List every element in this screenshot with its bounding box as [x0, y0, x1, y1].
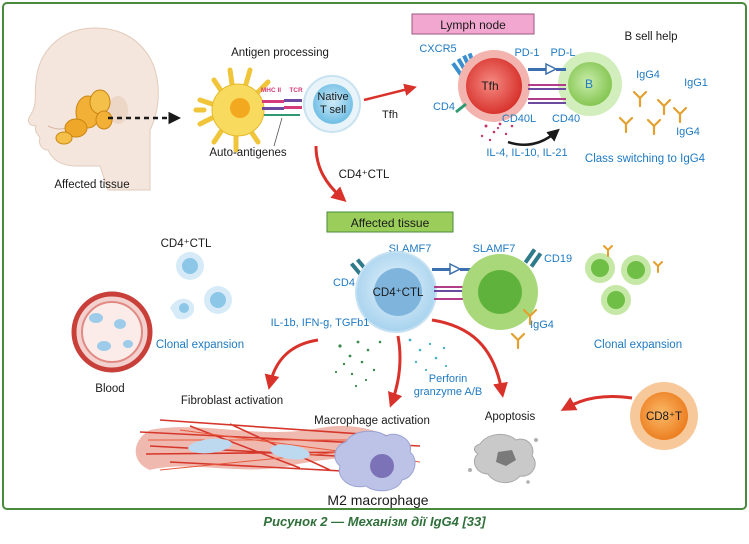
perforin-label: Perforin	[429, 373, 468, 385]
m2-macrophage-label: M2 macrophage	[327, 492, 428, 508]
b-sell-help-label: B sell help	[624, 31, 677, 43]
macrophage-icon	[334, 430, 416, 492]
arrow-to-fibroblast	[264, 338, 319, 390]
b-cell	[558, 52, 622, 116]
lymph-node-box	[411, 13, 535, 35]
macrophage-activation-label: Macrophage activation	[314, 415, 430, 427]
antibody-icons-mid	[510, 308, 538, 350]
lymph-node-label: Lymph node	[440, 18, 506, 32]
slamf7-right-label: SLAMF7	[473, 243, 516, 255]
mhc-ii-label: MHC II	[261, 87, 281, 94]
blood-label: Blood	[95, 383, 124, 395]
auto-antigen-pointer	[273, 117, 283, 147]
naive-t-cell	[303, 75, 361, 133]
arrow-to-cd4ctl	[314, 145, 347, 202]
salivary-gland-icon	[55, 89, 113, 145]
tfh-arrow-label: Tfh	[382, 109, 398, 121]
clonal-expansion-left-label: Clonal expansion	[156, 339, 244, 351]
tfh-b-synapse	[528, 62, 566, 104]
antibody-icons-top	[618, 90, 688, 136]
native-t-cell-label-1: Native	[317, 91, 348, 103]
tfh-cell	[458, 50, 530, 122]
il-arrow	[507, 128, 560, 146]
affected-tissue-box-label: Affected tissue	[351, 216, 430, 230]
arrow-to-macrophage	[388, 335, 403, 408]
dendritic-cell-icon	[193, 67, 271, 153]
igg4-b-label: IgG4	[676, 126, 700, 138]
cd4-mid-label: CD4	[333, 277, 355, 289]
tcr-label: TCR	[289, 87, 303, 94]
perforin-dots	[408, 338, 448, 372]
pd1-label: PD-1	[514, 47, 539, 59]
figure-caption: Рисунок 2 — Механізм дії IgG4 [33]	[263, 514, 486, 529]
apoptotic-cell-icon	[468, 434, 538, 484]
cytokine-dots	[334, 340, 382, 388]
affected-tissue-top-label: Affected tissue	[54, 179, 129, 191]
antibody-icons-right	[603, 245, 663, 273]
igg1-label: IgG1	[684, 77, 708, 89]
cd4ctl-cell-label: CD4⁺CTL	[373, 287, 424, 299]
cd8t-label: CD8⁺T	[646, 411, 682, 423]
interleukins-label: IL-4, IL-10, IL-21	[486, 147, 567, 159]
arrow-cd8-to-apoptosis	[560, 394, 633, 411]
clonal-b-cells	[585, 253, 651, 315]
cytokines-label: IL-1b, IFN-g, TGFb1	[271, 317, 370, 329]
cd4ctl-cell	[355, 251, 437, 333]
native-t-cell-label-2: T sell	[320, 104, 346, 116]
cxcr5-label: CXCR5	[419, 43, 456, 55]
igg4-a-label: IgG4	[636, 69, 660, 81]
cd19-label: CD19	[544, 253, 572, 265]
cd19-receptor-icon	[523, 248, 543, 268]
granzyme-label: granzyme A/B	[414, 386, 482, 398]
b-cell-label: B	[585, 77, 593, 91]
cd40l-label: CD40L	[502, 113, 536, 125]
antigen-processing-label: Antigen processing	[231, 47, 329, 59]
blood-vessel-icon	[71, 291, 153, 373]
cd40-label: CD40	[552, 113, 580, 125]
fibroblast-illustration	[135, 419, 421, 475]
cd4ctl-blood-label: CD4⁺CTL	[161, 238, 212, 250]
figure-frame	[2, 2, 747, 510]
arrow-to-apoptosis	[431, 318, 508, 398]
cd8-t-cell	[630, 382, 698, 450]
class-switching-label: Class switching to IgG4	[585, 153, 706, 165]
auto-antigenes-label: Auto-antigenes	[209, 147, 287, 159]
tfh-cell-label: Tfh	[481, 79, 498, 93]
cd4-top-label: CD4	[433, 101, 455, 113]
interleukin-dots	[480, 122, 514, 142]
b-cell-tissue	[462, 254, 538, 330]
slamf7-synapse	[432, 262, 474, 300]
pdl-label: PD-L	[550, 47, 575, 59]
mechanism-diagram: Affected tissue Antigen processing MHC I…	[2, 2, 747, 510]
igg4-c-label: IgG4	[530, 319, 554, 331]
clonal-expansion-right-label: Clonal expansion	[594, 339, 682, 351]
affected-tissue-box	[326, 211, 454, 233]
mhc-tcr-complex-icon	[262, 99, 302, 116]
fibroblast-activation-label: Fibroblast activation	[181, 395, 283, 407]
apoptosis-label: Apoptosis	[485, 411, 536, 423]
cd4-top-marker	[455, 102, 467, 114]
circulating-ctl-cells	[170, 252, 232, 320]
cd4ctl-arrow-label: CD4⁺CTL	[339, 169, 390, 181]
arrow-to-tfh	[363, 83, 417, 102]
